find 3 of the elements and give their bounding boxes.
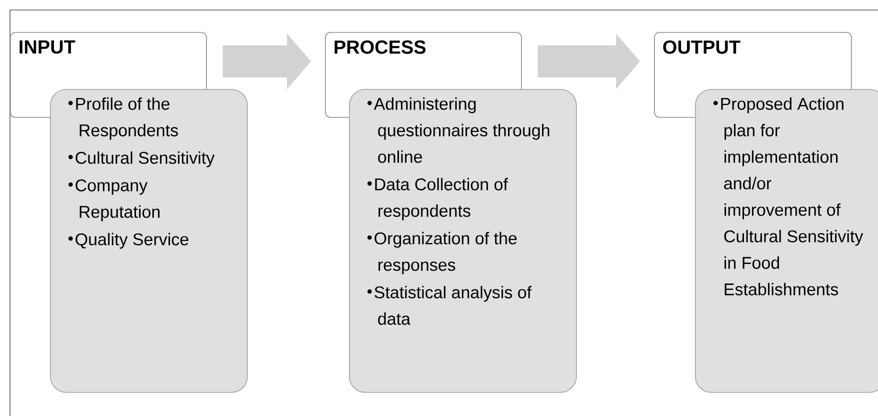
bullet-list-box: Profile of the Respondents Cultural Sensitivity Company Reputation Quality Service (50, 89, 248, 393)
bullet-list-box: Proposed Action plan for implementation and/or improvement of Cultural Sensitivity in Food Establishments (695, 89, 878, 393)
bullet-list-box: Administering questionnaires through online Data Collection of respondents Organization of the responses Statistical analysis of data (349, 89, 577, 393)
